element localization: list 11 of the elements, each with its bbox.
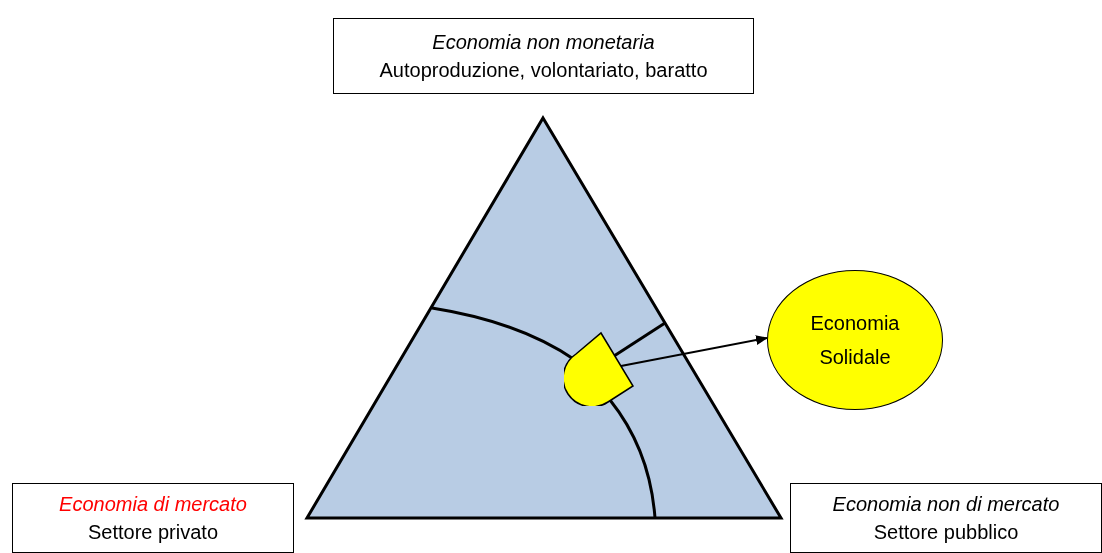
- heading-text: Economia non monetaria: [432, 30, 655, 55]
- subtitle-text: Settore pubblico: [873, 520, 1019, 545]
- subtitle-text: Settore privato: [87, 520, 219, 545]
- label-box: [333, 18, 754, 94]
- subtitle-text: Autoproduzione, volontariato, baratto: [379, 58, 708, 83]
- heading-text: Economia di mercato: [59, 492, 247, 517]
- solidarity-ellipse: Economia Solidale: [767, 270, 943, 410]
- heading-text: Economia non di mercato: [832, 492, 1060, 517]
- arrow: [620, 335, 768, 367]
- label-box: [12, 483, 294, 553]
- label-box: [790, 483, 1102, 553]
